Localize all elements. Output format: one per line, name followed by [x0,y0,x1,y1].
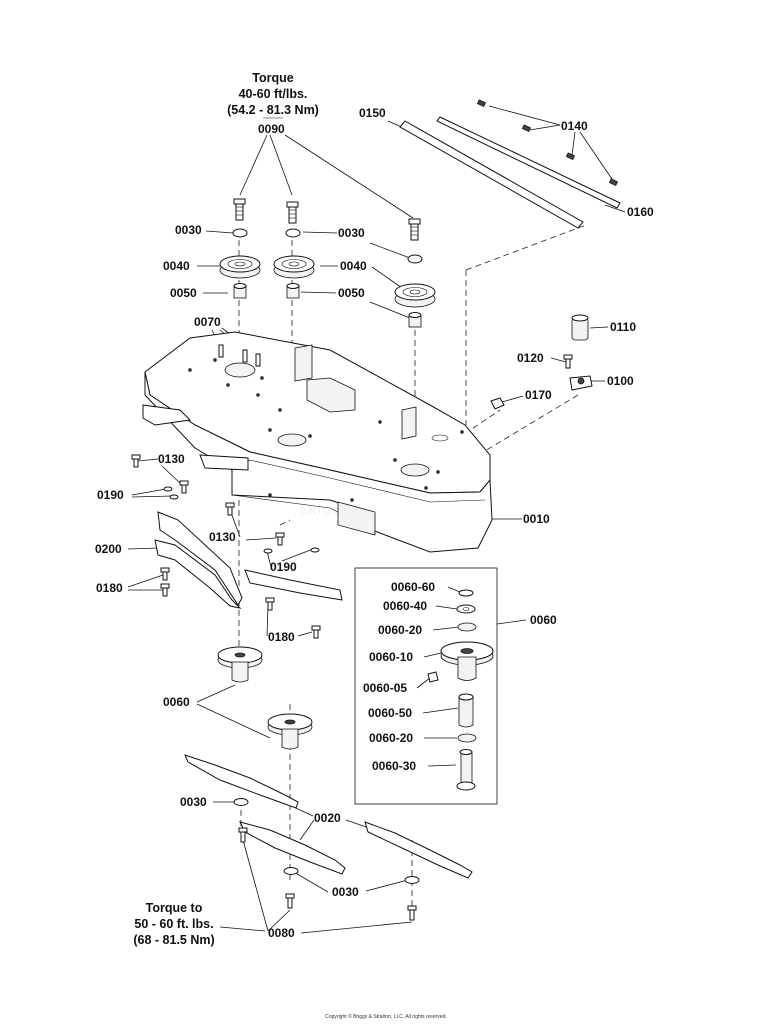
callout-0090: 0090 [258,122,285,136]
callout-0060-20-b: 0060-20 [369,731,413,745]
deck-holes [188,358,464,502]
bolt-middle [286,201,299,224]
mower-deck [142,331,493,553]
torque-bottom-line2: 50 - 60 ft. lbs. [134,917,213,931]
callout-0140: 0140 [561,119,588,133]
blades [184,754,473,879]
mounting-bolts [218,344,261,367]
callout-0160: 0160 [627,205,654,219]
callout-0120: 0120 [517,351,544,365]
spacer-left [233,283,247,299]
blade-hardware [233,798,420,921]
spindle-left [217,646,263,683]
torque-bottom-line1: Torque to [146,901,203,915]
callout-0060-40: 0060-40 [383,599,427,613]
callout-0070: 0070 [194,315,221,329]
callout-0040-b: 0040 [340,259,367,273]
callout-0060-60: 0060-60 [391,580,435,594]
callout-0130-a: 0130 [158,452,185,466]
torque-note-top: Torque 40-60 ft/lbs. (54.2 - 81.3 Nm) [227,71,319,119]
callout-0020: 0020 [314,811,341,825]
torque-top-line2: 40-60 ft/lbs. [239,87,308,101]
rear-baffle-bar [399,120,584,229]
idler-hardware [490,314,593,410]
callout-0030-a: 0030 [175,223,202,237]
deck-rear-bars [399,99,621,229]
spacer-middle [286,283,300,299]
callout-0180-b: 0180 [268,630,295,644]
callout-0060-20-a: 0060-20 [378,623,422,637]
callout-0130-b: 0130 [209,530,236,544]
callout-0050-b: 0050 [338,286,365,300]
callout-0030-b: 0030 [338,226,365,240]
callout-0060-spindle: 0060 [163,695,190,709]
callout-0190-a: 0190 [97,488,124,502]
callout-0180-a: 0180 [96,581,123,595]
callout-labels: 0090 0150 0140 0160 0030 0030 0040 0040 … [95,106,654,940]
callout-0190-b: 0190 [270,560,297,574]
callout-0080: 0080 [268,926,295,940]
callout-0060-box: 0060 [530,613,557,627]
callout-0030-d: 0030 [332,885,359,899]
callout-0060-30: 0060-30 [372,759,416,773]
callout-0200: 0200 [95,542,122,556]
copyright: Copyright © Briggs & Stratton, LLC. All … [325,1013,447,1020]
callout-0150: 0150 [359,106,386,120]
callout-0060-05: 0060-05 [363,681,407,695]
callout-0100: 0100 [607,374,634,388]
spacer-right [408,312,422,328]
seal-strip [436,116,621,209]
spindle-center [267,713,313,750]
spindle-detail-box [354,567,498,805]
callout-0060-10: 0060-10 [369,650,413,664]
pulley-middle [273,255,315,279]
torque-top-line3: (54.2 - 81.3 Nm) [227,103,319,117]
pulley-hardware [219,198,436,328]
callout-0110: 0110 [610,320,636,334]
callout-0010: 0010 [523,512,550,526]
bolt-right [408,218,421,241]
callout-0030-c: 0030 [180,795,207,809]
baffle-assembly [131,454,343,639]
callout-0170: 0170 [525,388,552,402]
rivet-pins [476,99,619,187]
pulley-left [219,255,261,279]
bolt-left [233,198,246,221]
torque-bottom-line3: (68 - 81.5 Nm) [133,933,214,947]
torque-top-line1: Torque [252,71,293,85]
callout-0040-a: 0040 [163,259,190,273]
torque-note-bottom: Torque to 50 - 60 ft. lbs. (68 - 81.5 Nm… [133,901,214,947]
pulley-right [394,283,436,308]
callout-0060-50: 0060-50 [368,706,412,720]
callout-0050-a: 0050 [170,286,197,300]
